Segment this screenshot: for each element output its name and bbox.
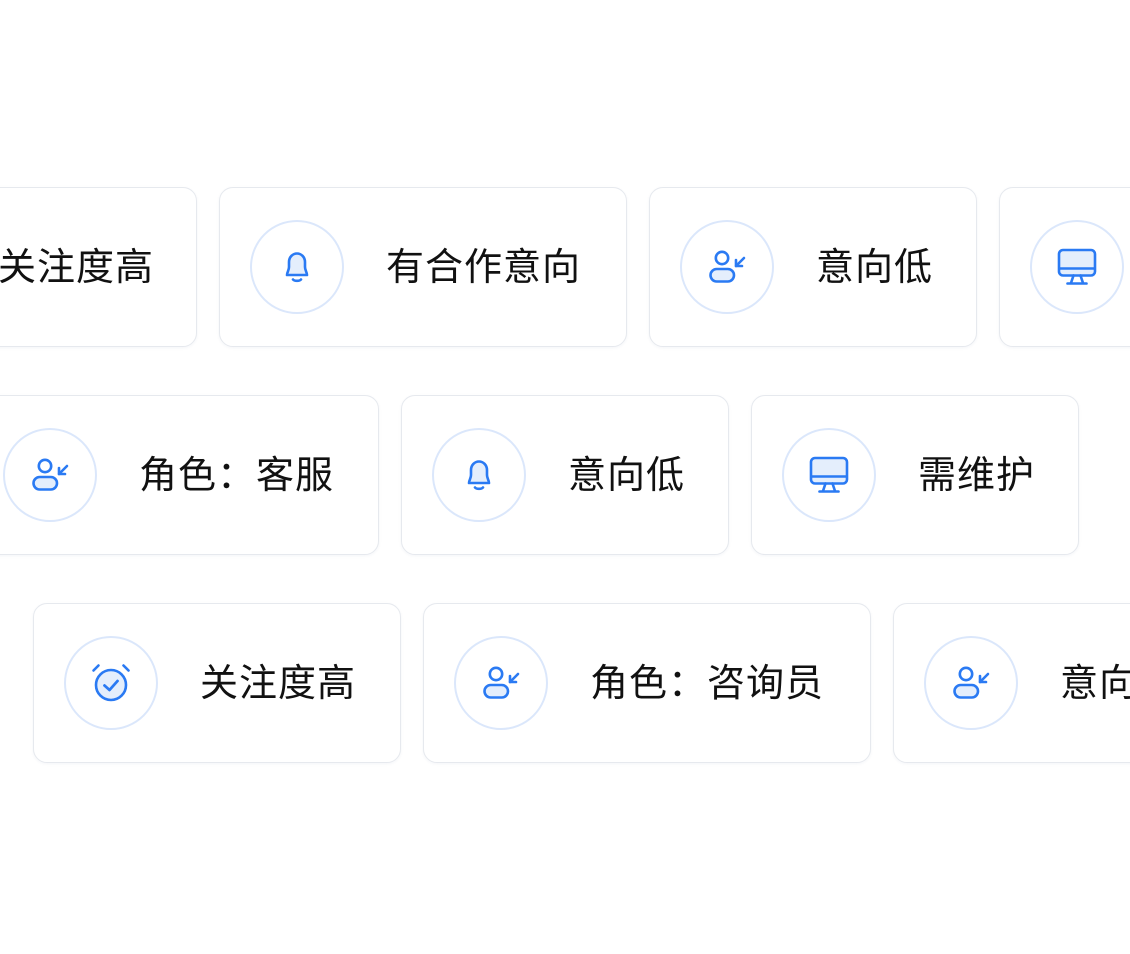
- icon-badge: [64, 636, 158, 730]
- tag-label: 关注度高: [200, 661, 357, 705]
- tag-card-attention-high[interactable]: 关注度高: [0, 187, 197, 347]
- icon-badge: [924, 636, 1018, 730]
- tag-label: 角色：咨询员: [590, 661, 825, 705]
- user-arrow-icon: [949, 661, 993, 705]
- tag-card-attention-high[interactable]: 关注度高: [33, 603, 401, 763]
- tag-label: 意向低: [1060, 661, 1130, 705]
- tag-card-role-consultant[interactable]: 角色：咨询员: [423, 603, 871, 763]
- tag-card-needs-maintenance[interactable]: 需维护: [751, 395, 1079, 555]
- tag-card-intent-low-partial[interactable]: 意向低: [893, 603, 1130, 763]
- tag-card-intent-low[interactable]: 意向低: [649, 187, 977, 347]
- user-arrow-icon: [479, 661, 523, 705]
- icon-badge: [782, 428, 876, 522]
- icon-badge: [250, 220, 344, 314]
- icon-badge: [432, 428, 526, 522]
- tag-label: 角色：客服: [139, 453, 335, 497]
- tag-card-intent-low[interactable]: 意向低: [401, 395, 729, 555]
- icon-badge: [454, 636, 548, 730]
- user-arrow-icon: [28, 453, 72, 497]
- tag-label: 关注度高: [0, 245, 154, 289]
- tag-label: 有合作意向: [386, 245, 582, 289]
- user-arrow-icon: [705, 245, 749, 289]
- icon-badge: [1030, 220, 1124, 314]
- bell-icon: [457, 453, 501, 497]
- tag-card-maintenance-partial[interactable]: [999, 187, 1130, 347]
- monitor-icon: [807, 453, 851, 497]
- tag-card-cooperation-intent[interactable]: 有合作意向: [219, 187, 627, 347]
- tag-label: 意向低: [816, 245, 934, 289]
- tag-card-role-service[interactable]: 角色：客服: [0, 395, 379, 555]
- icon-badge: [680, 220, 774, 314]
- monitor-icon: [1055, 245, 1099, 289]
- icon-badge: [3, 428, 97, 522]
- alarm-clock-icon: [89, 661, 133, 705]
- tag-label: 需维护: [918, 453, 1036, 497]
- tag-label: 意向低: [568, 453, 686, 497]
- bell-icon: [275, 245, 319, 289]
